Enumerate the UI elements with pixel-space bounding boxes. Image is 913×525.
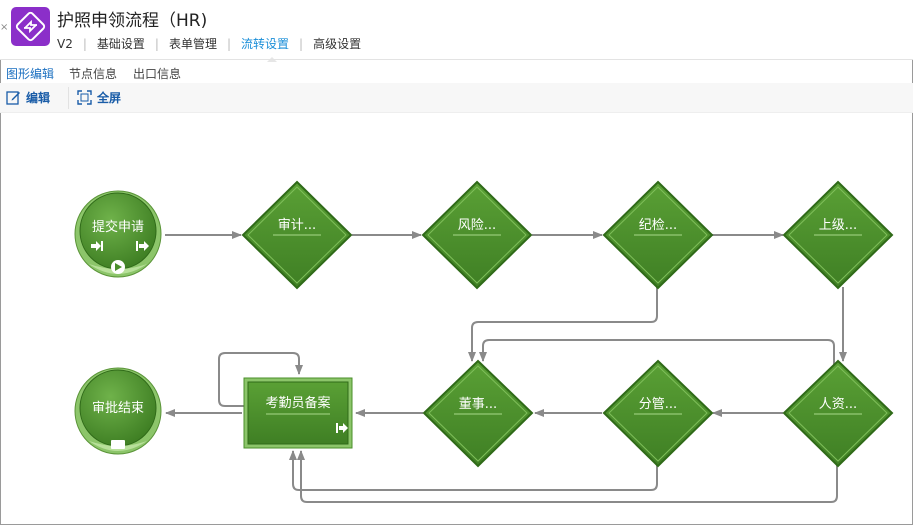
- diamond-node-superior[interactable]: 上级...: [782, 180, 894, 290]
- diamond-node-audit[interactable]: 审计...: [241, 180, 353, 290]
- nav-advanced-settings[interactable]: 高级设置: [313, 37, 362, 51]
- start-node[interactable]: 提交申请: [74, 190, 162, 278]
- stop-icon: [111, 440, 125, 449]
- diamond-label: 纪检...: [639, 218, 677, 233]
- diamond-label: 人资...: [819, 397, 857, 412]
- divider: |: [154, 36, 159, 51]
- diamond-node-discipline[interactable]: 纪检...: [602, 180, 714, 290]
- nav-basic-settings[interactable]: 基础设置: [96, 37, 145, 51]
- diamond-label: 董事...: [459, 397, 497, 412]
- tab-graph-edit[interactable]: 图形编辑: [6, 65, 55, 85]
- edge[interactable]: [289, 450, 658, 491]
- diamond-label: 上级...: [819, 218, 857, 233]
- toolbar: 编辑 全屏: [0, 83, 913, 113]
- play-icon: [111, 260, 125, 274]
- sub-navigation: V2 | 基础设置 | 表单管理 | 流转设置 | 高级设置: [57, 35, 362, 62]
- entry-arrow-icon: [91, 241, 103, 251]
- diamond-node-hr[interactable]: 人资...: [782, 359, 894, 468]
- diamond-label: 分管...: [639, 397, 677, 412]
- exit-arrow-icon: [336, 423, 348, 433]
- task-node-label: 考勤员备案: [265, 395, 330, 411]
- edit-button-label: 编辑: [26, 91, 51, 105]
- edge[interactable]: [479, 339, 835, 367]
- editor-tabs: 图形编辑 节点信息 出口信息: [0, 59, 913, 85]
- page-title: 护照申领流程（HR): [57, 11, 208, 31]
- diamond-node-board[interactable]: 董事...: [422, 359, 534, 468]
- version-label[interactable]: V2: [57, 36, 73, 51]
- edit-button[interactable]: 编辑: [6, 89, 50, 106]
- start-node-label: 提交申请: [92, 219, 144, 235]
- edge[interactable]: [468, 287, 658, 362]
- fullscreen-button-label: 全屏: [97, 91, 122, 105]
- divider: |: [82, 36, 87, 51]
- header: × 护照申领流程（HR) V2 | 基础设置 | 表单管理 | 流转设置 | 高…: [0, 0, 913, 62]
- edit-icon: [6, 91, 20, 105]
- divider: |: [299, 36, 304, 51]
- fullscreen-button[interactable]: 全屏: [77, 89, 121, 106]
- divider: |: [226, 36, 232, 51]
- diamond-label: 审计...: [278, 218, 316, 233]
- flow-canvas[interactable]: 提交申请 审批结束 审计...: [1, 114, 912, 524]
- tab-node-info[interactable]: 节点信息: [69, 67, 118, 81]
- diamond-node-risk[interactable]: 风险...: [421, 180, 533, 290]
- nav-form-management[interactable]: 表单管理: [168, 37, 217, 51]
- task-node-attendance-filing[interactable]: 考勤员备案: [243, 377, 353, 449]
- diamond-label: 风险...: [458, 218, 496, 233]
- collapse-icon[interactable]: ×: [0, 22, 9, 33]
- edge-self-loop[interactable]: [218, 352, 303, 407]
- workflow-app-icon: [11, 7, 50, 46]
- toolbar-divider: [68, 87, 69, 109]
- diamond-node-division[interactable]: 分管...: [602, 359, 714, 468]
- nav-flow-settings[interactable]: 流转设置: [241, 37, 290, 62]
- tab-exit-info[interactable]: 出口信息: [133, 67, 182, 81]
- end-node-label: 审批结束: [92, 401, 144, 416]
- end-node[interactable]: 审批结束: [74, 367, 162, 455]
- edge[interactable]: [297, 450, 838, 503]
- fullscreen-icon: [77, 90, 92, 105]
- exit-arrow-icon: [136, 241, 149, 251]
- flow-edges: [165, 231, 847, 503]
